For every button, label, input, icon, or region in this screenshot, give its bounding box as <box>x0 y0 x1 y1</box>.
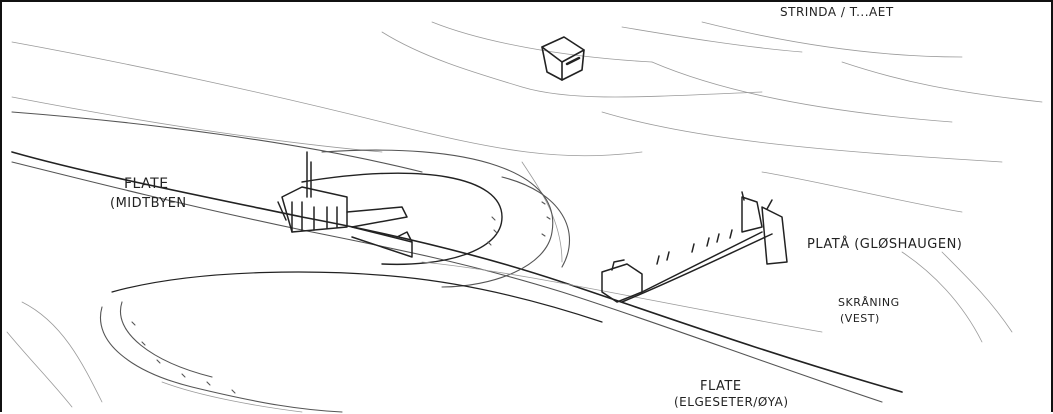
skraning-line2: (VEST) <box>840 312 880 325</box>
flate-bottom-label: FLATE (ELGESETER/ØYA) <box>674 379 789 409</box>
skraning-label: SKRÅNING (VEST) <box>838 296 900 325</box>
flate-bottom-line1: FLATE <box>700 379 742 394</box>
flate-left-line2: (MIDTBYEN <box>110 196 187 211</box>
hut-sketch <box>542 37 584 80</box>
flate-bottom-line2: (ELGESETER/ØYA) <box>674 395 789 409</box>
top-partial-label: STRINDA / T...AET <box>780 5 894 19</box>
plata-label: PLATÅ (GLØSHAUGEN) <box>807 236 962 252</box>
edge-tick-marks <box>132 202 550 393</box>
flate-left-label: FLATE (MIDTBYEN <box>110 176 187 211</box>
river-bend-lines <box>12 112 902 412</box>
skraning-line1: SKRÅNING <box>838 296 900 309</box>
flate-left-line1: FLATE <box>124 176 169 192</box>
terrain-contours <box>7 22 1042 412</box>
cathedral-sketch <box>278 152 412 257</box>
university-buildings-sketch <box>602 192 787 302</box>
